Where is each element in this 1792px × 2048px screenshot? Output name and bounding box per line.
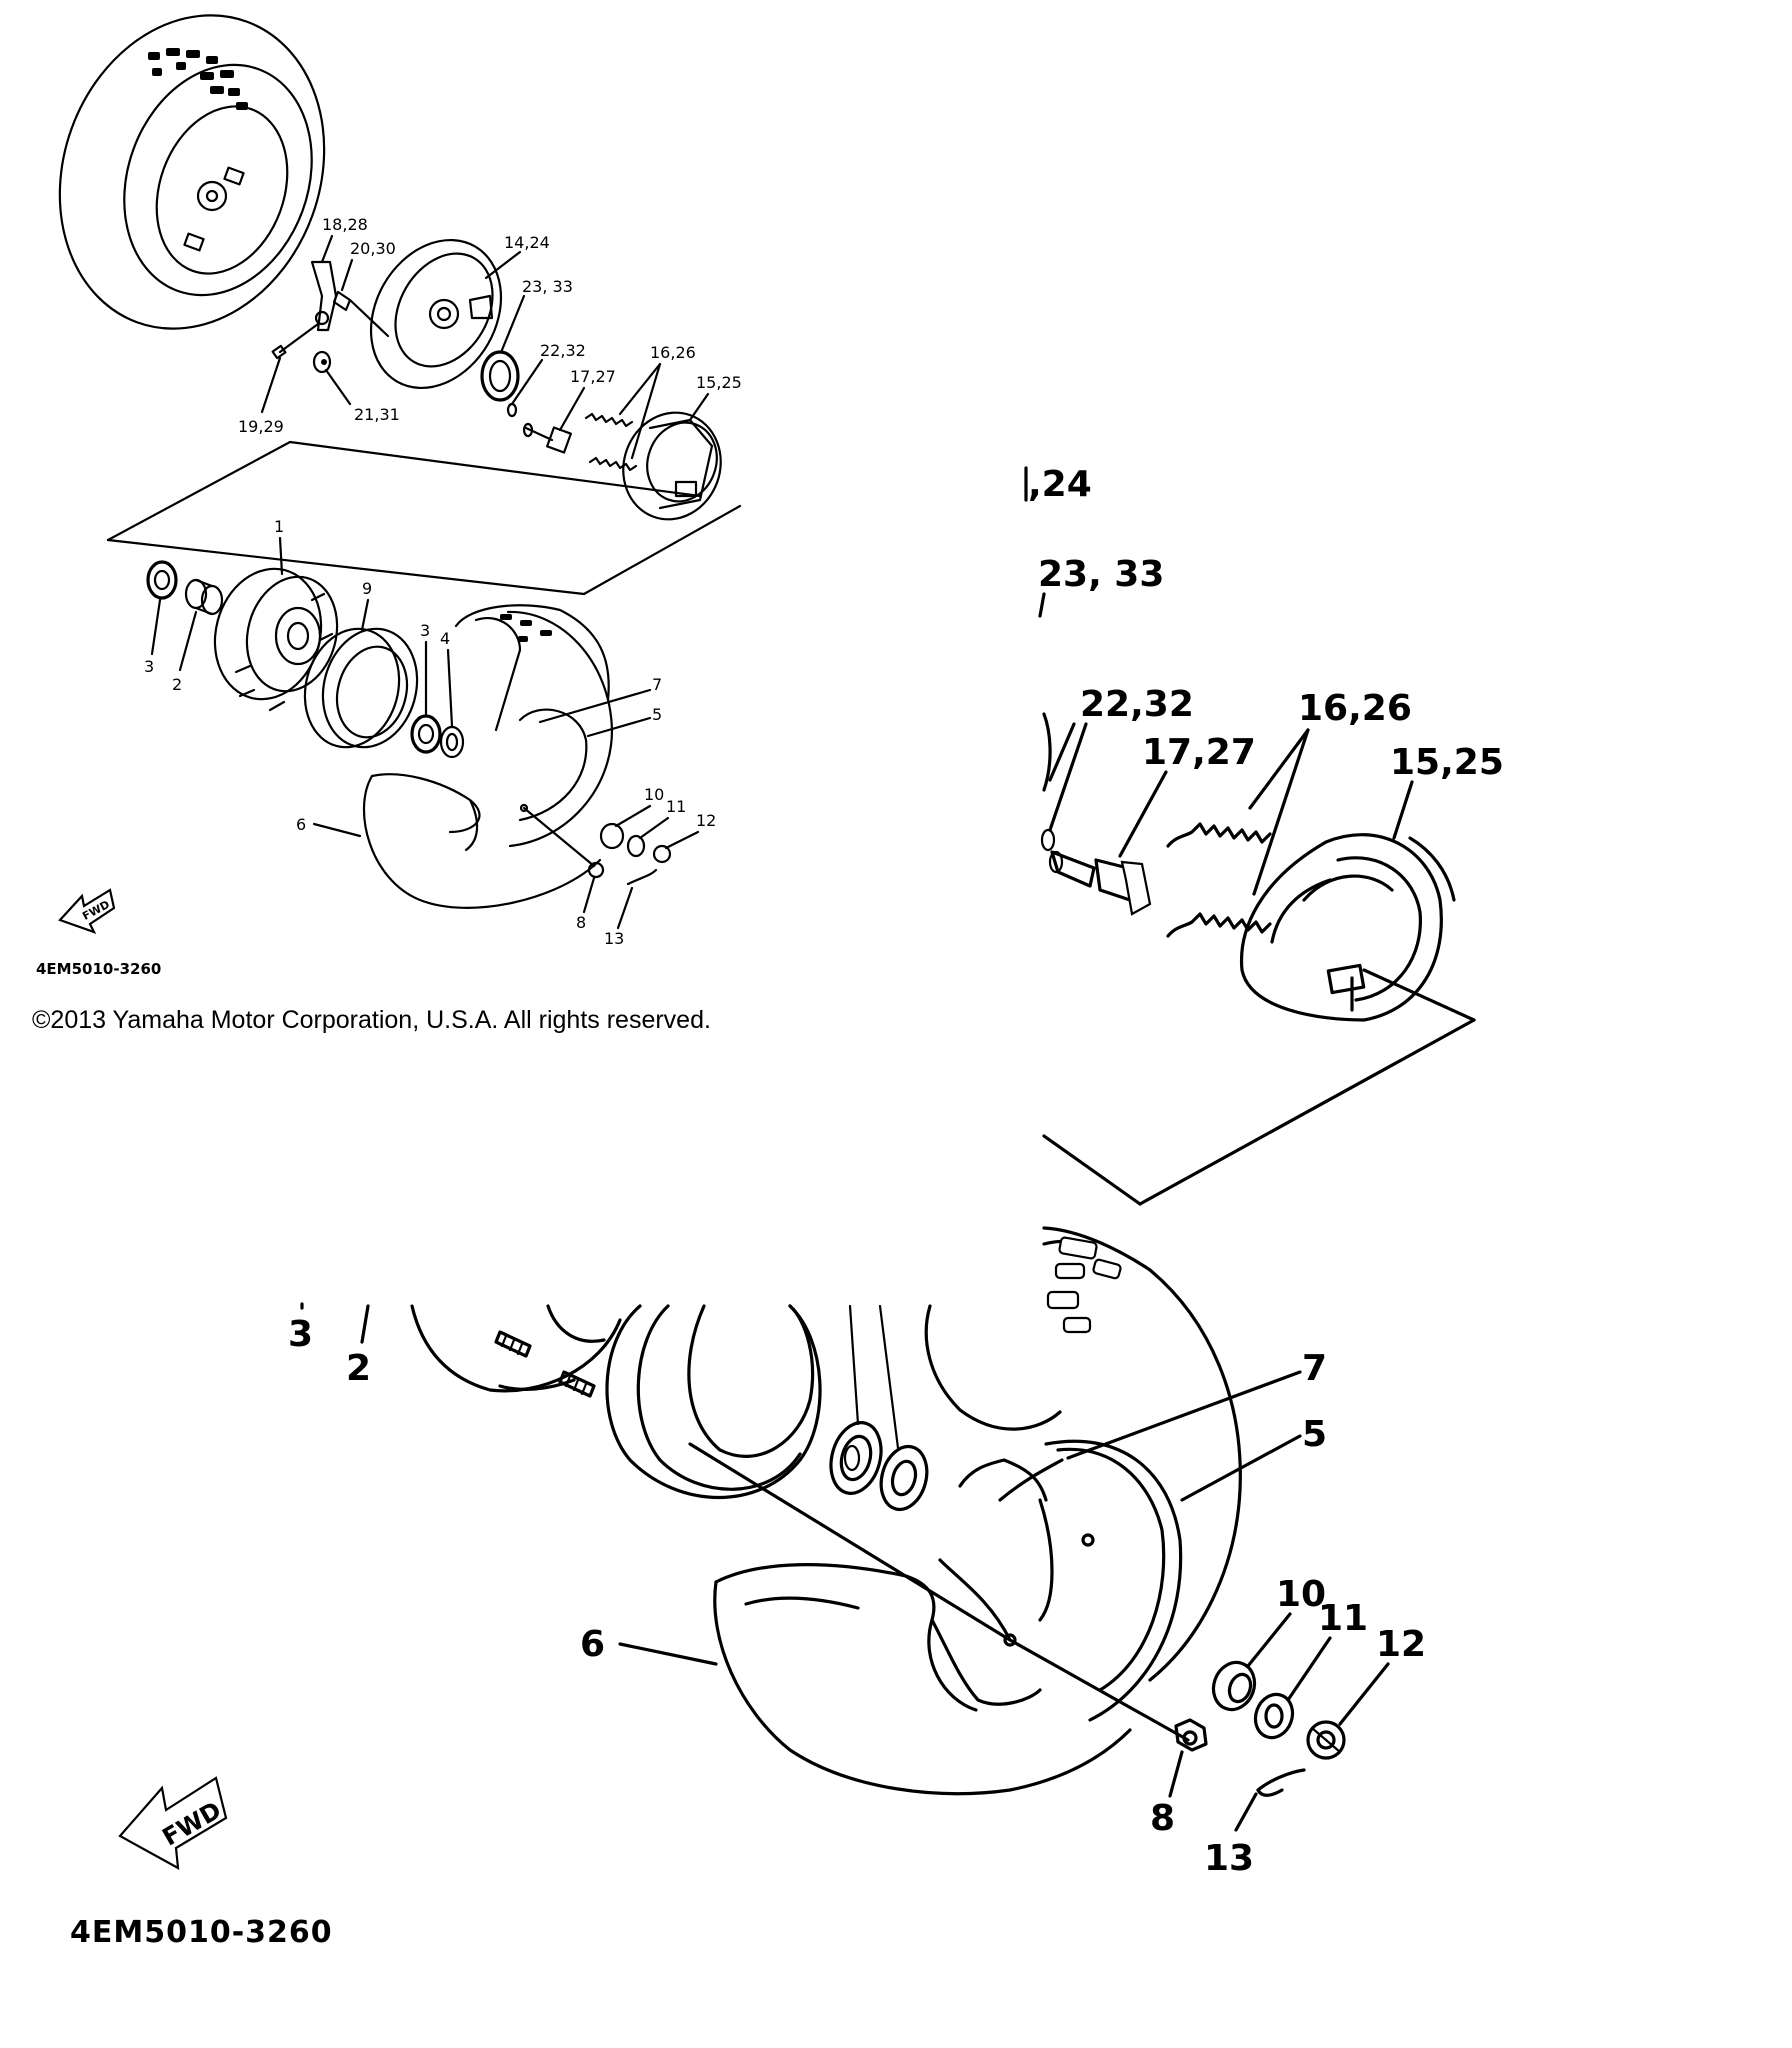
zoom-callout-3: 3 — [288, 1314, 313, 1355]
washer — [626, 834, 646, 858]
zoom-nut — [1174, 1718, 1208, 1752]
o-ring — [506, 402, 518, 418]
tire-drawing-mid — [454, 604, 610, 702]
callout-22-32: 22,32 — [540, 341, 586, 360]
callout-5: 5 — [652, 705, 662, 724]
brake-camshaft — [522, 422, 572, 454]
callout-21-31: 21,31 — [354, 405, 400, 424]
overview-callouts: 18,28 20,30 14,24 23, 33 22,32 17,27 16,… — [144, 215, 742, 948]
zoom-cotter-pin — [1256, 1768, 1306, 1792]
zoom-tire-back — [924, 1226, 1242, 1682]
callout-8: 8 — [576, 913, 586, 932]
zoom-wheel-rim-inner — [713, 1558, 1132, 1796]
zoom-callout-22-32: 22,32 — [1080, 684, 1194, 725]
zoom-bracket-lines — [1042, 968, 1476, 1206]
callout-10: 10 — [644, 785, 664, 804]
cotter-pin — [626, 868, 658, 886]
callout-20-30: 20,30 — [350, 239, 396, 258]
zoom-brake-camshaft — [1048, 850, 1152, 916]
callout-16-26: 16,26 — [650, 343, 696, 362]
oil-seal-hub — [439, 725, 465, 759]
bearing-left — [146, 560, 178, 600]
zoom-assembly-line — [688, 1442, 1012, 1642]
tire-drawing-top — [58, 14, 326, 330]
callout-3-right: 3 — [420, 621, 430, 640]
zoom-callout-10: 10 — [1276, 1574, 1326, 1615]
zoom-callout-2: 2 — [346, 1348, 371, 1389]
zoom-brake-springs — [1166, 822, 1272, 938]
brake-springs — [584, 412, 638, 472]
zoom-callout-14-24: ,24 — [1028, 464, 1092, 505]
callout-2: 2 — [172, 675, 182, 694]
zoom-oil-seal-edge — [1042, 712, 1052, 792]
callout-9: 9 — [362, 579, 372, 598]
callout-13: 13 — [604, 929, 624, 948]
castle-nut — [652, 844, 672, 864]
hub-seal-ring — [303, 627, 419, 749]
spacer — [184, 578, 224, 616]
callout-19-29: 19,29 — [238, 417, 284, 436]
callout-4: 4 — [440, 629, 450, 648]
zoom-brake-shoe-kit — [1239, 833, 1456, 1022]
zoom-wheel-rim-outer — [958, 1439, 1183, 1722]
zoom-callout-16-26: 16,26 — [1298, 688, 1412, 729]
callout-11: 11 — [666, 797, 686, 816]
zoom-callout-8: 8 — [1150, 1798, 1175, 1839]
nut — [587, 861, 605, 879]
copyright-notice: ©2013 Yamaha Motor Corporation, U.S.A. A… — [32, 1006, 711, 1034]
zoom-oil-seal — [879, 1444, 929, 1512]
fwd-arrow-large: FWD — [118, 1776, 228, 1870]
callout-18-28: 18,28 — [322, 215, 368, 234]
zoom-callout-15-25: 15,25 — [1390, 742, 1504, 783]
zoom-callout-17-27: 17,27 — [1142, 732, 1256, 773]
callout-3-left: 3 — [144, 657, 154, 676]
wheel-rim-halves — [363, 610, 614, 909]
callout-17-27: 17,27 — [570, 367, 616, 386]
bearing-right — [410, 714, 442, 754]
callout-6: 6 — [296, 815, 306, 834]
zoom-o-ring — [1040, 828, 1056, 852]
zoom-castle-nut — [1306, 1720, 1346, 1760]
brake-shoe-plate — [348, 238, 503, 390]
zoom-callout-12: 12 — [1376, 1624, 1426, 1665]
diagram-code-large: 4EM5010-3260 — [70, 1915, 333, 1950]
callout-12: 12 — [696, 811, 716, 830]
zoom-hub-seal-ring — [605, 1304, 822, 1499]
brake-shoe-kit — [622, 411, 722, 521]
zoom-callout-7: 7 — [1302, 1348, 1327, 1389]
zoom-callout-13: 13 — [1204, 1838, 1254, 1879]
callout-23-33: 23, 33 — [522, 277, 573, 296]
zoom-collar — [1211, 1660, 1257, 1712]
zoom-callout-6: 6 — [580, 1624, 605, 1665]
zoom-callout-5: 5 — [1302, 1414, 1327, 1455]
collar — [599, 822, 625, 850]
zoom-brake-detail: ,24 23, 33 22,32 17,27 16,26 15,25 — [1024, 464, 1504, 1206]
fwd-arrow-small: FWD — [58, 888, 116, 934]
diagram-code-small: 4EM5010-3260 — [36, 960, 161, 978]
assembly-bracket-lines — [106, 440, 742, 596]
zoom-wheel-detail: 3 2 — [70, 1226, 1426, 1950]
zoom-hub-studs — [494, 1330, 596, 1398]
zoom-bearing — [829, 1421, 883, 1495]
callout-15-25: 15,25 — [696, 373, 742, 392]
zoom-callout-23-33: 23, 33 — [1038, 554, 1164, 595]
hub — [213, 567, 339, 712]
overview-diagram: 18,28 20,30 14,24 23, 33 22,32 17,27 16,… — [36, 14, 742, 978]
callout-7: 7 — [652, 675, 662, 694]
oil-seal — [480, 350, 520, 402]
zoom-callout-11: 11 — [1318, 1598, 1368, 1639]
zoom-washer — [1253, 1692, 1295, 1740]
zoom-hub — [410, 1304, 622, 1398]
callout-1: 1 — [274, 517, 284, 536]
brake-camshaft-lever — [271, 260, 352, 374]
callout-14-24: 14,24 — [504, 233, 550, 252]
